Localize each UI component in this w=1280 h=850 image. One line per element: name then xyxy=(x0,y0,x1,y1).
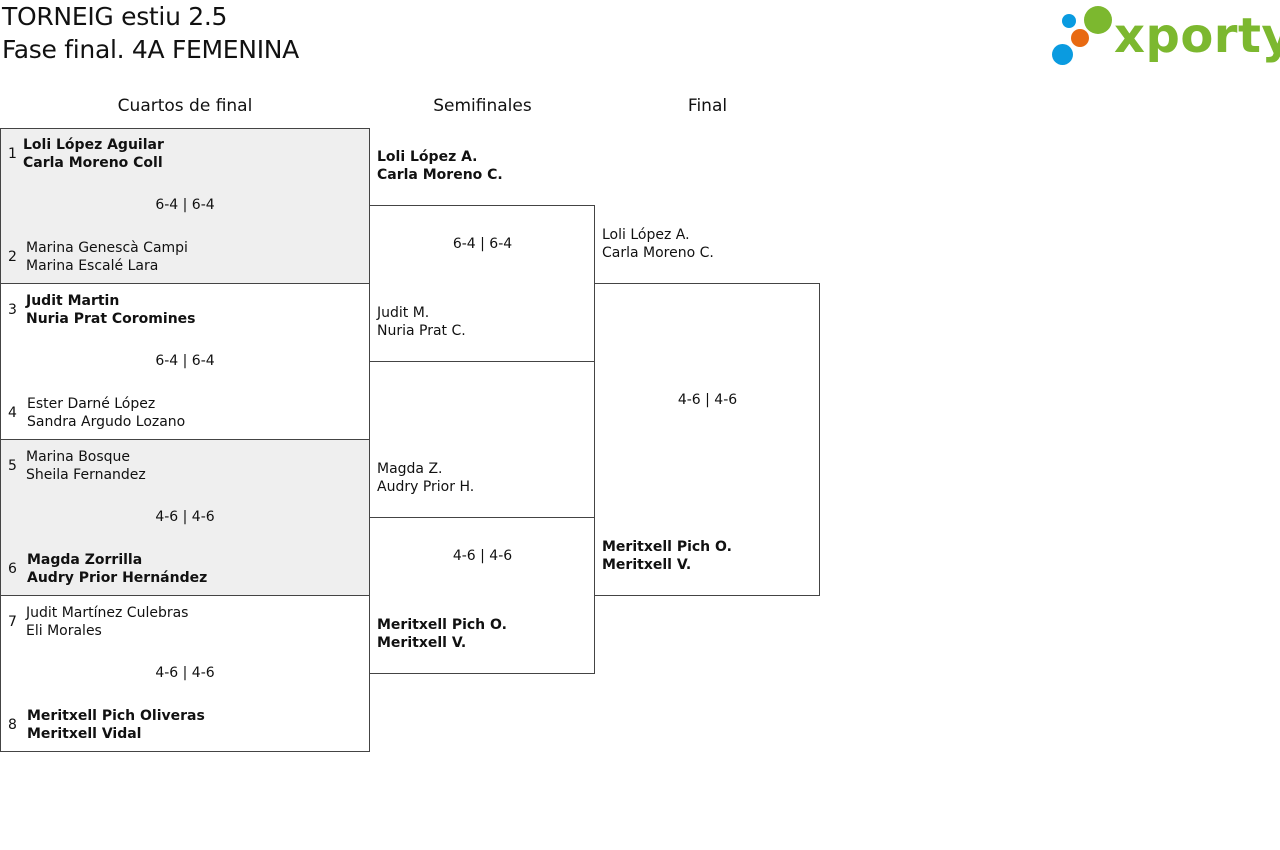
player-name: Marina Escalé Lara xyxy=(26,258,159,274)
seed-number: 3 xyxy=(8,302,17,318)
quarterfinal-match-3 xyxy=(0,439,370,596)
team-entry: Judit Martin Nuria Prat Coromines xyxy=(26,292,195,328)
player-name: Eli Morales xyxy=(26,623,102,639)
team-entry: Magda Zorrilla Audry Prior Hernández xyxy=(27,551,207,587)
round-header-final: Final xyxy=(687,96,728,116)
seed-number: 6 xyxy=(8,561,17,577)
logo-wordmark: xporty xyxy=(1114,8,1280,64)
player-name: Loli López Aguilar xyxy=(23,137,164,153)
xporty-logo: xporty xyxy=(1050,4,1280,68)
player-name: Audry Prior Hernández xyxy=(27,570,208,586)
player-name: Meritxell V. xyxy=(602,557,692,573)
player-name: Nuria Prat C. xyxy=(377,323,466,339)
player-name: Meritxell V. xyxy=(377,635,467,651)
team-entry: Loli López A. Carla Moreno C. xyxy=(377,148,503,184)
team-entry: Judit Martínez Culebras Eli Morales xyxy=(26,604,188,640)
match-score: 6-4 | 6-4 xyxy=(452,236,513,252)
tournament-title: TORNEIG estiu 2.5 xyxy=(2,2,228,31)
team-entry: Judit M. Nuria Prat C. xyxy=(377,304,466,340)
player-name: Judit Martin xyxy=(26,293,120,309)
seed-number: 7 xyxy=(8,614,17,630)
match-score: 4-6 | 4-6 xyxy=(452,548,513,564)
final-match xyxy=(594,283,820,596)
seed-number: 1 xyxy=(8,146,17,162)
player-name: Sheila Fernandez xyxy=(26,467,146,483)
round-header-quarters: Cuartos de final xyxy=(117,96,253,116)
player-name: Carla Moreno C. xyxy=(602,245,714,261)
logo-dot-blue-small xyxy=(1062,14,1076,28)
team-entry: Marina Genescà Campi Marina Escalé Lara xyxy=(26,239,188,275)
team-entry: Ester Darné López Sandra Argudo Lozano xyxy=(27,395,185,431)
team-entry: Loli López Aguilar Carla Moreno Coll xyxy=(23,136,164,172)
player-name: Loli López A. xyxy=(602,227,690,243)
player-name: Meritxell Pich O. xyxy=(377,617,507,633)
match-score: 4-6 | 4-6 xyxy=(155,665,215,681)
team-entry: Marina Bosque Sheila Fernandez xyxy=(26,448,146,484)
match-score: 6-4 | 6-4 xyxy=(155,197,215,213)
player-name: Judit Martínez Culebras xyxy=(26,605,189,621)
round-header-semis: Semifinales xyxy=(433,96,532,116)
player-name: Loli López A. xyxy=(377,149,478,165)
team-entry: Magda Z. Audry Prior H. xyxy=(377,460,474,496)
logo-dot-green xyxy=(1084,6,1112,34)
player-name: Meritxell Vidal xyxy=(27,726,142,742)
team-entry: Meritxell Pich O. Meritxell V. xyxy=(602,538,732,574)
team-entry: Meritxell Pich Oliveras Meritxell Vidal xyxy=(27,707,205,743)
seed-number: 2 xyxy=(8,249,17,265)
match-score: 6-4 | 6-4 xyxy=(155,353,215,369)
player-name: Meritxell Pich O. xyxy=(602,539,732,555)
seed-number: 8 xyxy=(8,717,17,733)
match-score: 4-6 | 4-6 xyxy=(155,509,215,525)
logo-dot-blue-large xyxy=(1052,44,1073,65)
player-name: Sandra Argudo Lozano xyxy=(27,414,186,430)
player-name: Marina Genescà Campi xyxy=(26,240,188,256)
team-entry: Meritxell Pich O. Meritxell V. xyxy=(377,616,507,652)
match-score: 4-6 | 4-6 xyxy=(677,392,738,408)
seed-number: 5 xyxy=(8,458,17,474)
player-name: Ester Darné López xyxy=(27,396,156,412)
player-name: Marina Bosque xyxy=(26,449,131,465)
player-name: Meritxell Pich Oliveras xyxy=(27,708,205,724)
team-entry: Loli López A. Carla Moreno C. xyxy=(602,226,714,262)
player-name: Nuria Prat Coromines xyxy=(26,311,196,327)
player-name: Judit M. xyxy=(377,305,430,321)
player-name: Magda Zorrilla xyxy=(27,552,143,568)
quarterfinal-match-1 xyxy=(0,128,370,284)
phase-title: Fase final. 4A FEMENINA xyxy=(2,35,299,64)
logo-dot-orange xyxy=(1071,29,1089,47)
player-name: Carla Moreno Coll xyxy=(23,155,163,171)
player-name: Audry Prior H. xyxy=(377,479,475,495)
player-name: Carla Moreno C. xyxy=(377,167,503,183)
player-name: Magda Z. xyxy=(377,461,443,477)
seed-number: 4 xyxy=(8,405,17,421)
